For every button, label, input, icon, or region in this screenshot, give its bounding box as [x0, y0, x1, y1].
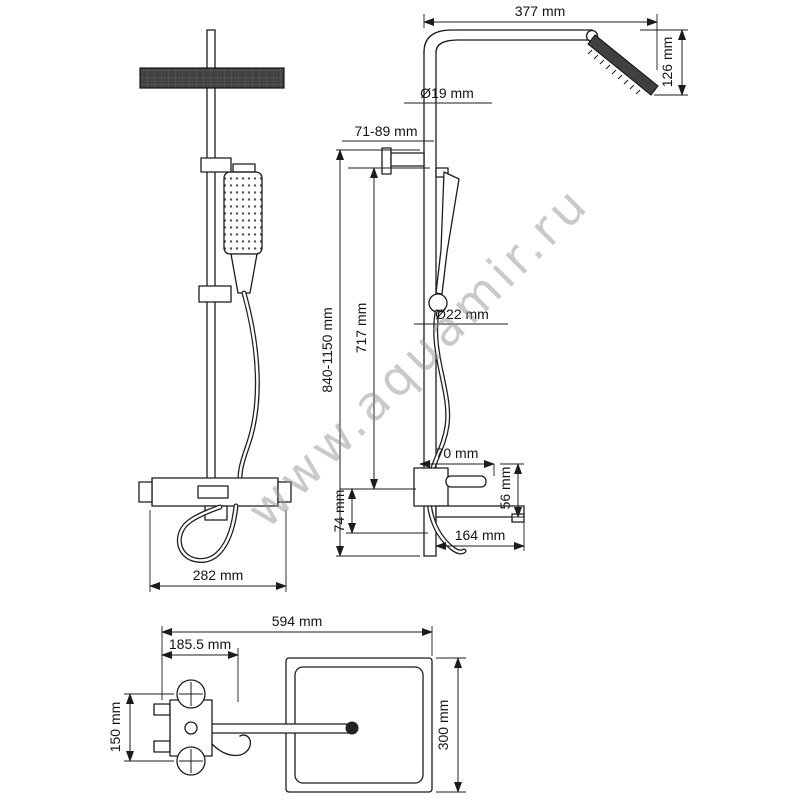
side-wall-plate	[381, 147, 392, 175]
front-hand-shower-cap	[232, 163, 256, 173]
side-head-nozzles	[587, 49, 641, 95]
dim-300-label: 300 mm	[435, 700, 451, 751]
front-mixer-right-knob	[277, 481, 292, 503]
front-riser-pipe	[206, 29, 216, 479]
dim-840-label: 840-1150 mm	[319, 307, 335, 392]
top-knob-1-cross	[179, 682, 203, 706]
side-view: 377 mm 126 mm Ø19 mm 71-89 mm 840-1150 m…	[319, 3, 688, 557]
dim-377-label: 377 mm	[515, 3, 566, 19]
front-hose-upper-inner	[238, 291, 259, 480]
top-wall-connector-1	[153, 703, 171, 716]
dim-19: Ø19 mm	[404, 85, 492, 104]
side-pipe-bend-outer	[423, 29, 593, 53]
dim-71-89: 71-89 mm	[342, 123, 434, 142]
side-wall-arm	[390, 152, 425, 167]
dim-164-label: 164 mm	[455, 527, 506, 543]
top-head-connection	[345, 721, 359, 735]
front-mixer-center-detail	[197, 485, 229, 499]
dim-126-label: 126 mm	[659, 37, 675, 88]
top-view: 594 mm 185.5 mm 150 mm 300 mm	[107, 613, 466, 793]
dim-377: 377 mm	[423, 3, 658, 70]
dim-717-label: 717 mm	[353, 303, 369, 354]
top-mixer-pivot	[184, 721, 198, 735]
dim-74-label: 74 mm	[331, 490, 347, 533]
dim-300: 300 mm	[435, 657, 466, 793]
dim-150: 150 mm	[107, 693, 174, 762]
dim-594-label: 594 mm	[272, 613, 323, 629]
top-wall-connector-2	[153, 740, 171, 753]
dim-70: 70 mm	[419, 445, 495, 476]
dim-19-label: Ø19 mm	[420, 85, 474, 101]
top-spout-arm	[209, 723, 353, 734]
side-hand-shower	[428, 167, 460, 313]
side-holder	[435, 167, 449, 178]
side-head-plate	[587, 34, 659, 96]
dim-71-89-label: 71-89 mm	[354, 123, 417, 139]
dim-150-label: 150 mm	[107, 702, 123, 753]
front-hand-shower-face	[223, 171, 263, 255]
side-spout	[435, 505, 525, 518]
dim-282: 282 mm	[149, 510, 287, 592]
front-mixer	[138, 477, 292, 521]
front-pipe-top	[206, 29, 216, 69]
front-lower-bracket	[198, 285, 232, 303]
front-hose-loop	[177, 503, 239, 563]
dim-22-label: Ø22 mm	[435, 306, 489, 322]
side-wall-bracket	[381, 147, 425, 175]
dim-22: Ø22 mm	[414, 306, 508, 325]
dim-56-label: 56 mm	[497, 467, 513, 510]
front-hose-loop-inner	[178, 504, 238, 562]
front-hose	[237, 290, 260, 481]
dim-282-label: 282 mm	[193, 567, 244, 583]
top-hose-curl	[211, 734, 252, 757]
top-knob-2-cross	[179, 749, 203, 773]
dim-185-5: 185.5 mm	[161, 636, 239, 702]
dim-717: 717 mm	[340, 167, 430, 490]
front-hose-upper	[237, 290, 260, 481]
dim-185-5-label: 185.5 mm	[169, 636, 231, 652]
side-mixer-handle	[445, 475, 487, 488]
side-mixer	[413, 467, 525, 523]
side-hand-shower-body	[435, 171, 460, 295]
dim-56: 56 mm	[497, 463, 524, 518]
dim-70-label: 70 mm	[436, 445, 479, 461]
front-hand-shower	[223, 163, 263, 294]
front-slider-holder	[200, 157, 232, 173]
front-view: 282 mm	[138, 29, 292, 592]
side-rain-head	[585, 29, 659, 96]
side-mixer-body	[413, 467, 449, 507]
top-mixer	[153, 679, 252, 776]
front-hand-shower-handle	[230, 253, 258, 294]
dim-840-1150: 840-1150 mm	[319, 149, 420, 557]
side-pipe-bend-inner	[435, 39, 589, 53]
front-rain-head	[139, 67, 285, 89]
dim-126: 126 mm	[640, 29, 688, 96]
dim-164: 164 mm	[435, 522, 525, 551]
front-mixer-left-knob	[138, 481, 153, 503]
dim-74: 74 mm	[331, 488, 428, 534]
front-pipe-main	[206, 87, 216, 479]
dim-594: 594 mm	[161, 613, 433, 700]
